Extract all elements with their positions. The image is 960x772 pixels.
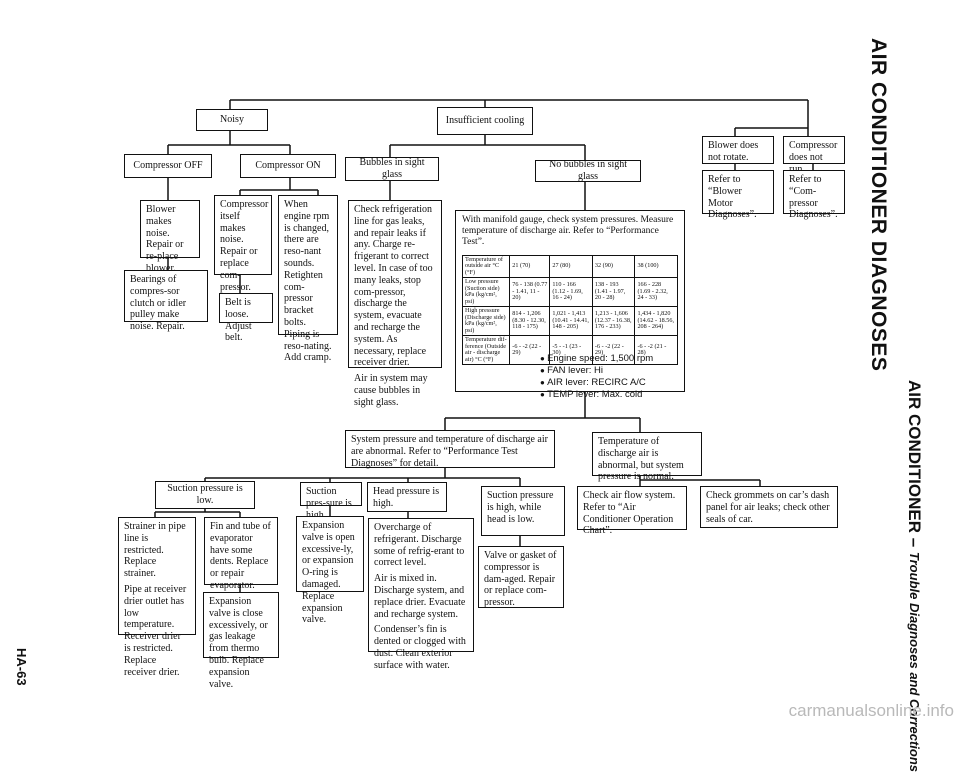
table-cell: High pressure (Discharge side) kPa (kg/c… xyxy=(461,306,511,337)
blower-not-rotate-box: Blower does not rotate. xyxy=(702,136,774,164)
table-cell: 32 (90) xyxy=(591,254,636,279)
expansion-open-box: Expansion valve is open excessive-ly, or… xyxy=(296,516,364,625)
fin-tube-box: Fin and tube of evaporator have some den… xyxy=(204,517,278,591)
insufficient-cooling-box: Insufficient cooling xyxy=(437,107,533,135)
test-conditions: Engine speed: 1,500 rpm FAN lever: Hi AI… xyxy=(540,353,653,401)
table-row: Low pressure (Suction side) kPa (kg/cm²,… xyxy=(461,277,678,308)
bearings-box: Bearings of compres-sor clutch or idler … xyxy=(124,270,208,332)
blower-noise-box: Blower makes noise. Repair or re-place b… xyxy=(140,200,200,274)
suction-high-head-low-box: Suction pressure is high, while head is … xyxy=(481,486,565,536)
suction-low-box: Suction pressure is low. xyxy=(155,481,255,509)
manifold-box: With manifold gauge, check system pressu… xyxy=(455,210,685,400)
check-refrigeration-text: Check refrigeration line for gas leaks, … xyxy=(354,204,433,369)
section-title: AIR CONDITIONER – Trouble Diagnoses and … xyxy=(904,380,924,772)
air-in-system-text: Air in system may cause bubbles in sight… xyxy=(354,373,428,408)
table-cell: 110 - 166 (1.12 - 1.69, 16 - 24) xyxy=(549,277,593,308)
table-cell: 1,434 - 1,820 (14.62 - 18.56, 208 - 264) xyxy=(634,306,678,337)
manifold-text: With manifold gauge, check system pressu… xyxy=(462,215,674,248)
page-number: HA-63 xyxy=(14,648,29,686)
section-title-sub: Trouble Diagnoses and Corrections xyxy=(907,551,922,772)
table-cell: Low pressure (Suction side) kPa (kg/cm²,… xyxy=(461,277,511,308)
refer-blower-box: Refer to “Blower Motor Diagnoses”. xyxy=(702,170,774,220)
condenser-text: Condenser’s fin is dented or clogged wit… xyxy=(374,624,466,671)
air-mixed-text: Air is mixed in. Discharge system, and r… xyxy=(374,573,466,620)
bubbles-box: Bubbles in sight glass xyxy=(345,157,439,181)
condition-item: TEMP lever: Max. cold xyxy=(540,389,653,401)
overcharge-text: Overcharge of refrigerant. Discharge som… xyxy=(374,522,465,569)
check-refrigeration-box: Check refrigeration line for gas leaks, … xyxy=(348,200,442,408)
table-row: Temperature of outside air °C (°F) 21 (7… xyxy=(461,254,678,279)
table-cell: 1,213 - 1,606 (12.37 - 16.38, 176 - 233) xyxy=(591,306,636,337)
watermark: carmanualsonline.info xyxy=(788,701,954,720)
condition-item: FAN lever: Hi xyxy=(540,365,653,377)
section-title-main: AIR CONDITIONER – xyxy=(905,380,924,548)
table-row: High pressure (Discharge side) kPa (kg/c… xyxy=(461,306,678,337)
temp-abnormal-box: Temperature of discharge air is abnormal… xyxy=(592,432,702,482)
noisy-box: Noisy xyxy=(196,109,268,131)
system-pressure-box: System pressure and temperature of disch… xyxy=(345,430,555,469)
table-cell: 1,021 - 1,413 (10.41 - 14.41, 148 - 205) xyxy=(549,306,593,337)
performance-table: Temperature of outside air °C (°F) 21 (7… xyxy=(461,254,678,366)
main-title: AIR CONDITIONER DIAGNOSES xyxy=(867,38,890,372)
engine-rpm-box: When engine rpm is changed, there are re… xyxy=(278,195,338,363)
condition-item: Engine speed: 1,500 rpm xyxy=(540,353,653,365)
check-airflow-box: Check air flow system. Refer to “Air Con… xyxy=(577,486,687,536)
belt-loose-box: Belt is loose. Adjust belt. xyxy=(219,293,273,343)
table-cell: 814 - 1,206 (8.30 - 12.30, 118 - 175) xyxy=(509,306,551,337)
overcharge-box: Overcharge of refrigerant. Discharge som… xyxy=(368,518,474,671)
head-high-box: Head pressure is high. xyxy=(367,482,447,512)
table-cell: -6 - -2 (22 - 29) xyxy=(509,335,551,366)
compressor-off-box: Compressor OFF xyxy=(124,154,212,178)
no-bubbles-box: No bubbles in sight glass xyxy=(535,159,641,182)
compressor-on-box: Compressor ON xyxy=(240,154,336,178)
refer-compressor-box: Refer to “Com-pressor Diagnoses”. xyxy=(783,170,845,220)
table-cell: 76 - 138 (0.77 - 1.41, 11 - 20) xyxy=(509,277,551,308)
table-cell: Temperature dif-ference (Outside air - d… xyxy=(461,335,511,366)
table-cell: 138 - 193 (1.41 - 1.97, 20 - 28) xyxy=(591,277,636,308)
flowchart-connectors xyxy=(154,99,814,592)
suction-high-box: Suction pres-sure is high. xyxy=(300,482,362,521)
compressor-itself-box: Compressor itself makes noise. Repair or… xyxy=(214,195,272,293)
table-cell: Temperature of outside air °C (°F) xyxy=(461,254,511,279)
receiver-drier-text: Pipe at receiver drier outlet has low te… xyxy=(124,583,187,678)
table-cell: 38 (100) xyxy=(634,254,678,279)
valve-gasket-box: Valve or gasket of compressor is dam-age… xyxy=(478,546,564,608)
table-cell: 21 (70) xyxy=(509,254,551,279)
expansion-closed-box: Expansion valve is close excessively, or… xyxy=(203,592,279,690)
check-grommets-box: Check grommets on car’s dash panel for a… xyxy=(700,486,838,528)
table-cell: 166 - 228 (1.69 - 2.32, 24 - 33) xyxy=(634,277,678,308)
condition-item: AIR lever: RECIRC A/C xyxy=(540,377,653,389)
table-cell: 27 (80) xyxy=(549,254,593,279)
strainer-box: Strainer in pipe line is restricted. Rep… xyxy=(118,517,196,678)
strainer-text: Strainer in pipe line is restricted. Rep… xyxy=(124,521,186,580)
compressor-not-run-box: Compressor does not run. xyxy=(783,136,845,175)
